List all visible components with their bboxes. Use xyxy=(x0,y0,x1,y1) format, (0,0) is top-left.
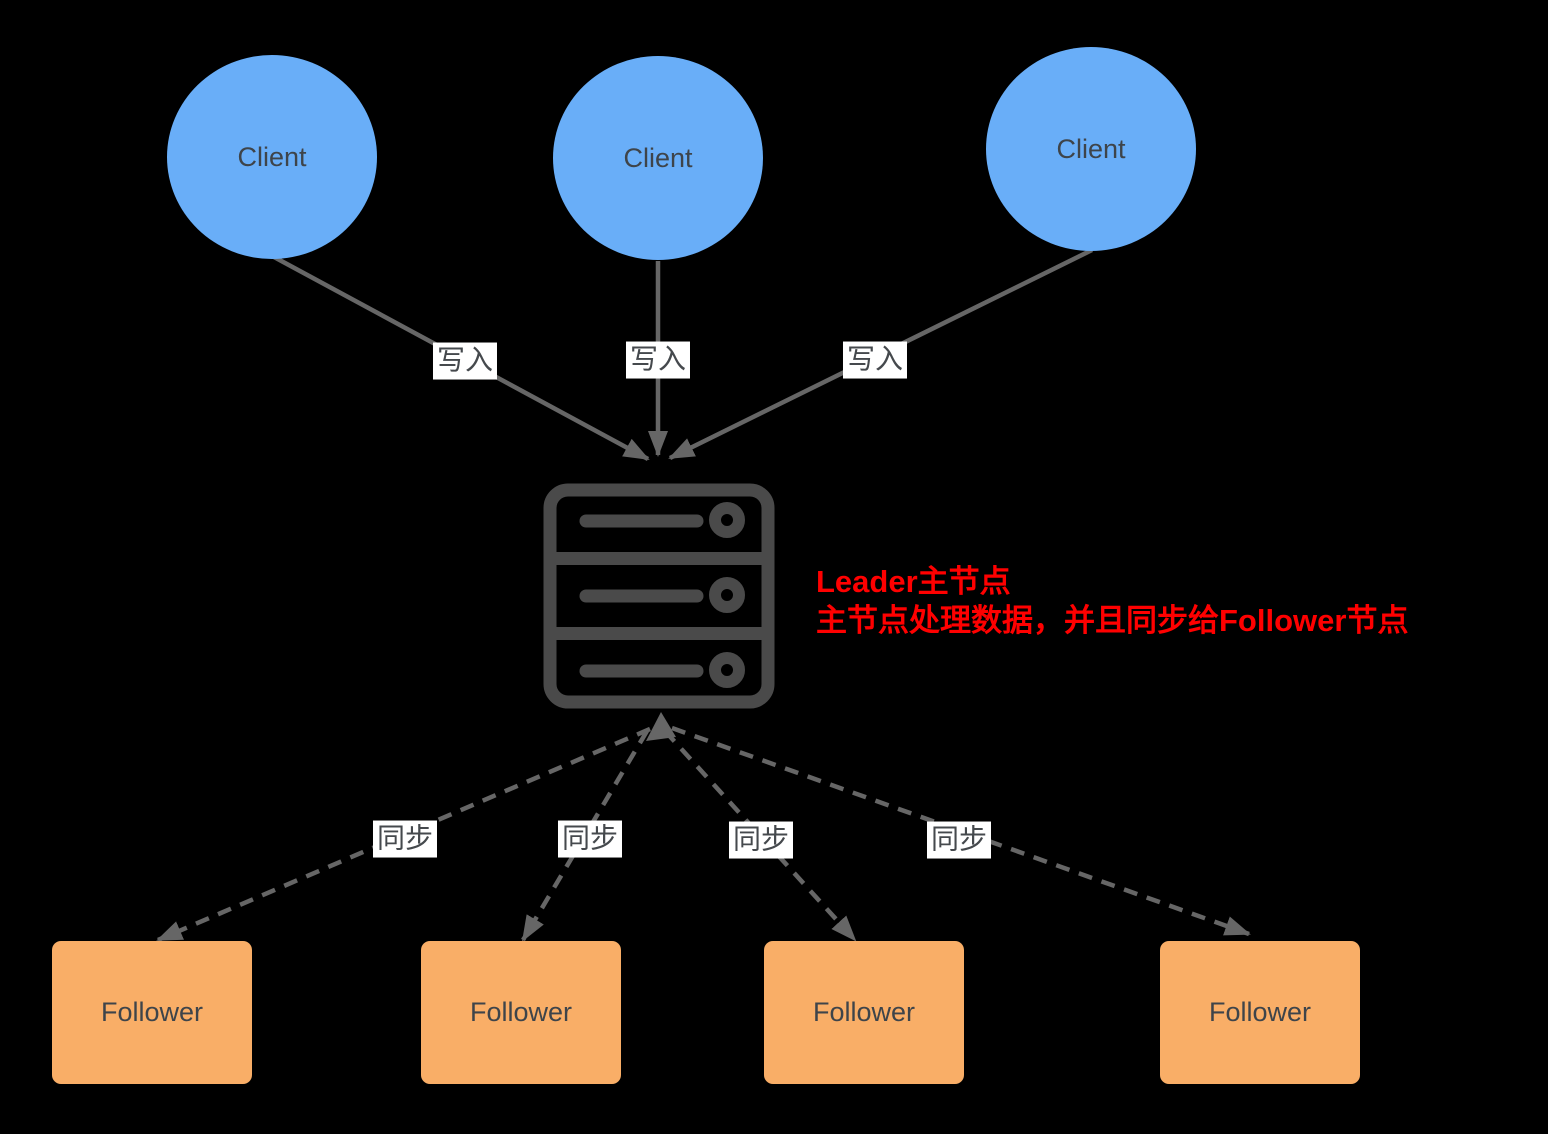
write-edge-label-1: 写入 xyxy=(432,342,498,380)
leader-annotation-line1: Leader主节点 xyxy=(816,564,1011,599)
leader-annotation-line2: 主节点处理数据，并且同步给Follower节点 xyxy=(816,603,1409,638)
follower-label: Follower xyxy=(100,997,204,1027)
sync-edge-label-2: 同步 xyxy=(557,820,623,858)
follower-node-3: Follower xyxy=(764,941,964,1084)
follower-label: Follower xyxy=(812,997,916,1027)
sync-arrow-4 xyxy=(671,725,1251,937)
follower-node-4: Follower xyxy=(1160,941,1360,1084)
leader-node xyxy=(543,483,775,709)
sync-origin-arrowhead xyxy=(646,712,676,741)
sync-edge-label-3: 同步 xyxy=(728,821,794,859)
write-edge-label-2: 写入 xyxy=(625,341,691,379)
client-label: Client xyxy=(623,142,693,173)
client-label: Client xyxy=(237,141,307,172)
follower-node-2: Follower xyxy=(421,941,621,1084)
server-rack-icon xyxy=(543,483,775,709)
follower-node-1: Follower xyxy=(52,941,252,1084)
sync-edge-label-1: 同步 xyxy=(372,820,438,858)
client-label: Client xyxy=(1056,133,1126,164)
follower-label: Follower xyxy=(469,997,573,1027)
follower-label: Follower xyxy=(1208,997,1312,1027)
client-node-2: Client xyxy=(553,56,763,260)
client-node-1: Client xyxy=(167,55,377,259)
client-node-3: Client xyxy=(986,47,1196,251)
leader-annotation: Leader主节点 主节点处理数据，并且同步给Follower节点 xyxy=(816,562,1408,640)
sync-edge-label-4: 同步 xyxy=(926,821,992,859)
write-edge-label-3: 写入 xyxy=(842,341,908,379)
